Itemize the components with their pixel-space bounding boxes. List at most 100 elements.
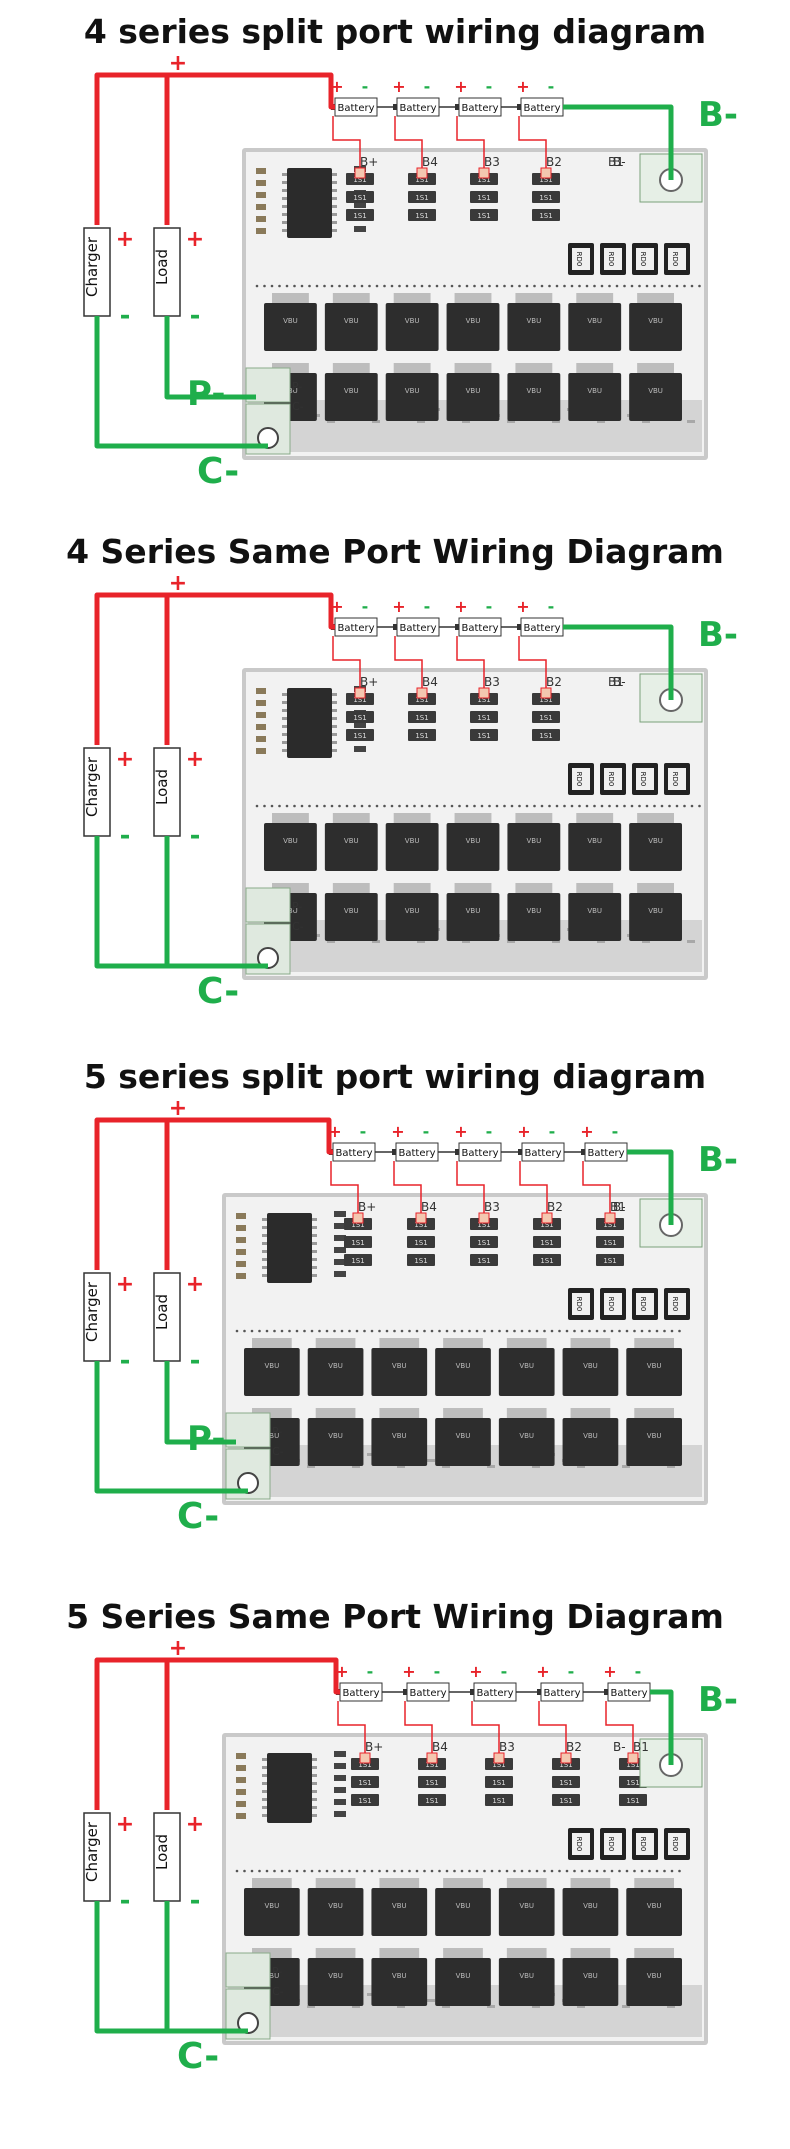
battery-minus: - [549, 1122, 556, 1141]
battery-plus: + [469, 1662, 482, 1681]
mosfet-code: VBU [328, 1902, 343, 1910]
b-minus-wire [650, 1689, 674, 1765]
battery-minus: - [424, 597, 431, 616]
battery-label: Battery [461, 103, 498, 114]
balance-wire [394, 636, 423, 690]
resistor-code: 1S1 [415, 194, 428, 202]
diagram-title: 4 series split port wiring diagram [83, 12, 707, 51]
board-tap-label: B3 [484, 155, 500, 169]
load-plus: + [186, 1272, 204, 1297]
resistor-code: 1S1 [539, 212, 552, 220]
resistor-code: 1S1 [353, 212, 366, 220]
p-minus-label: P- [187, 374, 225, 414]
battery-plus: + [392, 597, 405, 616]
battery-minus: - [612, 1122, 619, 1141]
charger-label: Charger [83, 236, 101, 297]
mosfet-code: VBU [392, 1972, 407, 1980]
battery-label: Battery [398, 1148, 435, 1159]
resistor-code: 1S1 [539, 714, 552, 722]
resistor-code: 1S1 [477, 176, 490, 184]
balance-wire [332, 636, 361, 690]
battery-plus: + [392, 77, 405, 96]
mosfet-code: VBU [583, 1972, 598, 1980]
shunt-code: RD0 [607, 772, 615, 787]
c-minus-wire [94, 1361, 248, 1494]
resistor-code: 1S1 [540, 1221, 553, 1229]
battery-plus: + [603, 1662, 616, 1681]
mosfet-code: VBU [647, 1362, 662, 1370]
mosfet-code: VBU [466, 317, 481, 325]
load-label: Load [153, 1834, 171, 1870]
load-plus: + [186, 227, 204, 252]
shunt-code: RD0 [671, 252, 679, 267]
resistor-code: 1S1 [540, 1239, 553, 1247]
shunt-code: RD0 [607, 1837, 615, 1852]
c-minus-wire [94, 1901, 248, 2034]
battery-plus: + [335, 1662, 348, 1681]
load-label: Load [153, 249, 171, 285]
battery-minus: - [501, 1662, 508, 1681]
charger-label: Charger [83, 756, 101, 817]
board-tap-label: B2 [546, 155, 562, 169]
charger-minus: - [120, 821, 131, 851]
resistor-code: 1S1 [626, 1779, 639, 1787]
resistor-code: 1S1 [477, 212, 490, 220]
diagram-title: 5 series split port wiring diagram [83, 1057, 707, 1096]
board-tap-label: B1 [610, 1200, 626, 1214]
battery-label: Battery [337, 623, 374, 634]
pad-label: C- [272, 1445, 284, 1458]
mosfet-code: VBU [587, 837, 602, 845]
battery-label: Battery [409, 1688, 446, 1699]
balance-wire [456, 116, 485, 170]
mosfet-code: VBU [587, 907, 602, 915]
resistor-code: 1S1 [425, 1761, 438, 1769]
resistor-code: 1S1 [603, 1239, 616, 1247]
mosfet-code: VBU [647, 1972, 662, 1980]
battery-plus: + [517, 1122, 530, 1141]
load-plus: + [186, 1812, 204, 1837]
load-box: Load+- [153, 227, 204, 331]
pad-label: C- [272, 1985, 284, 1998]
board-tap-label: B4 [422, 155, 438, 169]
resistor-code: 1S1 [351, 1239, 364, 1247]
board-tap-label: B2 [547, 1200, 563, 1214]
diagram-panel-1: 4 series split port wiring diagram 1S1 1S1… [0, 0, 790, 520]
diagram-panel-3: 5 series split port wiring diagram 1S1 1S1… [0, 1045, 790, 1565]
balance-wire [518, 636, 547, 690]
balance-wire [337, 1701, 366, 1755]
load-minus: - [190, 1346, 201, 1376]
b-minus-label: B- [698, 1140, 738, 1180]
mosfet-code: VBU [466, 837, 481, 845]
shunt-code: RD0 [575, 772, 583, 787]
mosfet-code: VBU [648, 317, 663, 325]
balance-wire [404, 1701, 433, 1755]
charger-minus: - [120, 1886, 131, 1916]
resistor-code: 1S1 [626, 1797, 639, 1805]
balance-wire [393, 1161, 422, 1215]
resistor-code: 1S1 [414, 1221, 427, 1229]
wiring-schematic: 1S11S11S11S11S11S11S11S11S11S11S11S11S11… [83, 1636, 738, 2077]
mosfet-code: VBU [648, 837, 663, 845]
battery-cell: Battery+- [469, 1662, 517, 1702]
mosfet-code: VBU [392, 1432, 407, 1440]
board-tap-label: B1 [608, 155, 624, 169]
resistor-code: 1S1 [539, 732, 552, 740]
resistor-code: 1S1 [559, 1761, 572, 1769]
battery-label: Battery [461, 1148, 498, 1159]
positive-wire [94, 72, 335, 225]
positive-wire [94, 1117, 333, 1270]
c-minus-label: C- [197, 971, 239, 1012]
charger-label: Charger [83, 1281, 101, 1342]
resistor-code: 1S1 [539, 696, 552, 704]
battery-label: Battery [523, 103, 560, 114]
resistor-code: 1S1 [540, 1257, 553, 1265]
battery-label: Battery [610, 1688, 647, 1699]
mosfet-code: VBU [526, 317, 541, 325]
battery-label: Battery [335, 1148, 372, 1159]
mosfet-code: VBU [519, 1432, 534, 1440]
shunt-code: RD0 [639, 1837, 647, 1852]
battery-cell: Battery+- [454, 1122, 502, 1162]
resistor-code: 1S1 [477, 1257, 490, 1265]
pad-label: C- [292, 400, 304, 413]
battery-plus: + [328, 1122, 341, 1141]
